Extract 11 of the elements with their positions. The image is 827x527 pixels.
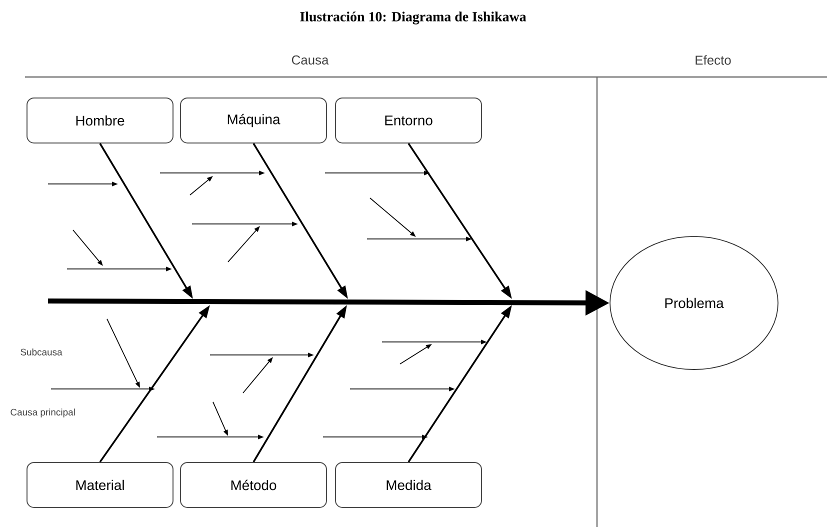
section-label: Causa xyxy=(292,55,329,65)
title: Ilustración 10: Diagrama de Ishikawa xyxy=(300,12,526,24)
annotation-label: Subcausa xyxy=(20,348,62,356)
section-label: Efecto xyxy=(696,55,731,65)
category-box: Entorno xyxy=(335,97,482,144)
annotation-label: Causa principal xyxy=(10,408,75,418)
category-box: Hombre xyxy=(26,97,174,144)
category-box: Método xyxy=(180,462,327,508)
category-box: Medida xyxy=(335,462,482,508)
category-box: Máquina xyxy=(180,97,327,144)
category-box: Material xyxy=(26,462,174,508)
